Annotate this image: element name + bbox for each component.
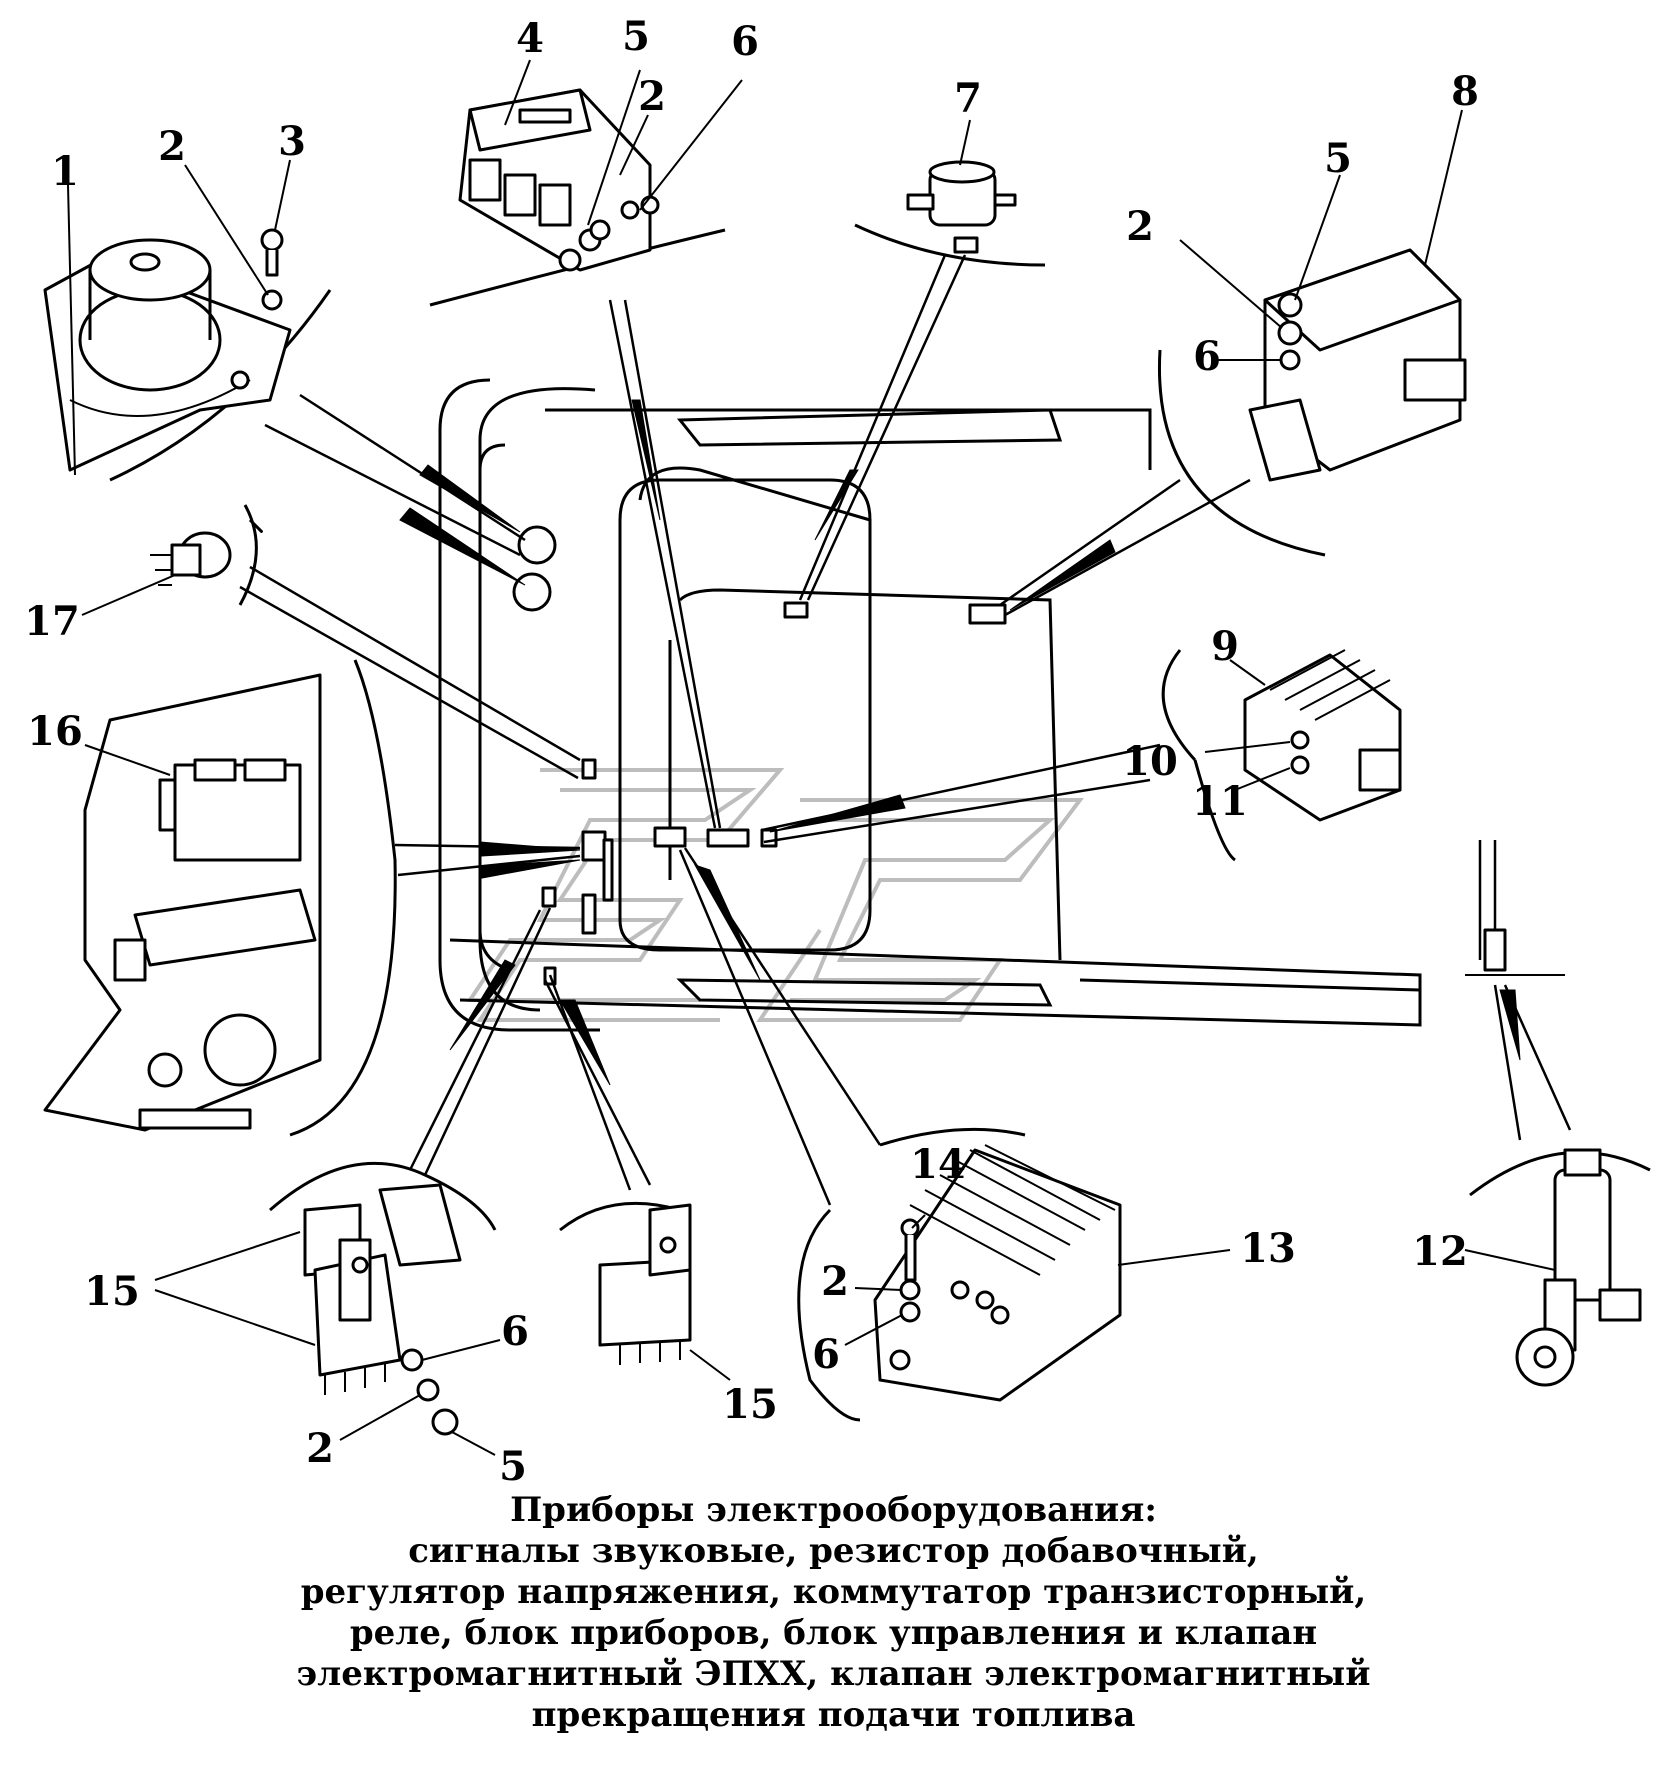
- caption-line: прекращения подачи топлива: [531, 1695, 1136, 1735]
- callout-6-block: 6: [1193, 333, 1221, 380]
- callout-leaders: [67, 59, 1556, 1456]
- caption-title: Приборы электрооборудования:: [510, 1490, 1157, 1530]
- electromagnetic-valve-top: [906, 160, 1017, 254]
- washer-6-lower-left: [400, 1348, 424, 1372]
- callout-8: 8: [1451, 68, 1479, 115]
- callout-5-block: 5: [1324, 135, 1352, 182]
- callout-6: 6: [731, 18, 759, 65]
- callout-2-resistor: 2: [638, 73, 666, 120]
- washer-2-lower-right: [899, 1279, 921, 1301]
- callout-17: 17: [24, 598, 80, 645]
- callout-16: 16: [27, 708, 83, 755]
- callout-9: 9: [1211, 623, 1239, 670]
- instrument-block-panel: [43, 673, 322, 1132]
- voltage-regulator: [1243, 649, 1402, 822]
- callout-1: 1: [51, 148, 79, 195]
- callout-5: 5: [622, 13, 650, 60]
- nut-5-top: [589, 219, 611, 241]
- callout-6-commutator: 6: [812, 1331, 840, 1378]
- caption-line: регулятор напряжения, коммутатор транзис…: [300, 1572, 1367, 1612]
- callout-2: 2: [158, 123, 186, 170]
- callout-14: 14: [910, 1141, 966, 1188]
- washer-6-lower-right: [899, 1301, 921, 1323]
- caption-line: электромагнитный ЭПХХ, клапан электромаг…: [296, 1654, 1371, 1694]
- relay-pair-15: [303, 1183, 462, 1395]
- callout-6-relay: 6: [501, 1308, 529, 1355]
- screw-3: [260, 228, 284, 277]
- cabin-connectors: [512, 525, 1007, 986]
- callout-4: 4: [516, 15, 544, 62]
- washer-2-lower-left: [416, 1378, 440, 1402]
- callout-3: 3: [278, 118, 306, 165]
- caption-line: сигналы звуковые, резистор добавочный,: [408, 1531, 1259, 1571]
- fuel-cutoff-valve: [1515, 1148, 1642, 1387]
- callout-2-relay: 2: [306, 1425, 334, 1472]
- relay-15-single: [598, 1203, 692, 1365]
- diagram-caption: Приборы электрооборудования: сигналы зву…: [0, 1490, 1667, 1736]
- additional-resistor: [458, 88, 652, 272]
- control-block: [1248, 248, 1467, 482]
- sound-signal-horn: [43, 238, 292, 472]
- callout-15-left: 15: [84, 1268, 140, 1315]
- callout-2-commutator: 2: [821, 1258, 849, 1305]
- transistor-commutator: [873, 1144, 1122, 1402]
- callout-7: 7: [954, 75, 982, 122]
- callout-2-block: 2: [1126, 203, 1154, 250]
- connection-leaders: [239, 254, 1572, 1206]
- washer-2: [261, 289, 283, 311]
- callout-13: 13: [1240, 1225, 1296, 1272]
- callout-15-right: 15: [722, 1381, 778, 1428]
- callout-11: 11: [1192, 778, 1248, 825]
- connector-17: [150, 531, 232, 586]
- cabin-frame: [438, 378, 1422, 1032]
- callout-10: 10: [1122, 738, 1178, 785]
- caption-line: реле, блок приборов, блок управления и к…: [349, 1613, 1318, 1653]
- callout-numbers: 1 2 3 4 5 2 6 7 8 5 2 6 9 10 11 17 16 12…: [24, 13, 1479, 1490]
- nut-5-lower-left: [431, 1408, 459, 1436]
- callout-5-relay: 5: [499, 1443, 527, 1490]
- callout-12: 12: [1412, 1228, 1468, 1275]
